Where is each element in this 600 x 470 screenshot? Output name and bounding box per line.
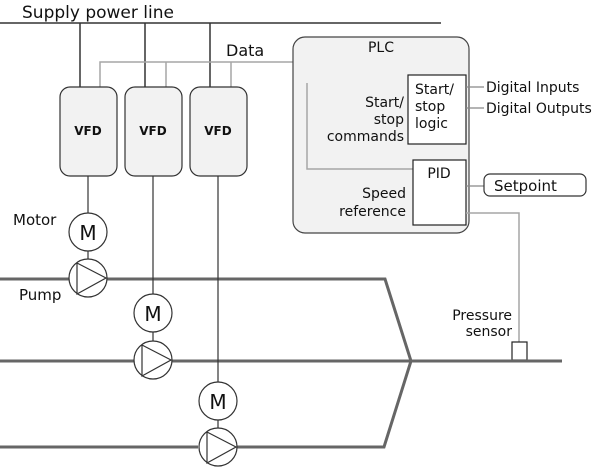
supply-power-line-label: Supply power line <box>22 3 174 23</box>
motor-2-label: M <box>144 302 161 326</box>
pressure-sensor-label-line2: sensor <box>466 324 513 340</box>
pump-1-arrow-icon <box>76 262 108 296</box>
vfd-1-label: VFD <box>74 124 101 138</box>
start-stop-commands-line1: Start/ <box>365 95 404 111</box>
setpoint-box <box>483 173 587 197</box>
speed-reference-line1: Speed <box>362 186 406 202</box>
pump-2-arrow-icon <box>141 344 173 378</box>
vfd-3-label: VFD <box>204 124 231 138</box>
start-stop-commands-line3: commands <box>327 129 404 145</box>
start-stop-commands-line2: stop <box>374 112 404 128</box>
start-stop-logic-line3: logic <box>415 116 448 132</box>
pid-box <box>412 159 467 226</box>
vfd-2: VFD <box>124 86 183 177</box>
pump-3 <box>198 427 238 467</box>
pressure-feedback-line <box>466 212 520 343</box>
motor-1-label: M <box>79 221 96 245</box>
vfd-2-label: VFD <box>139 124 166 138</box>
motor-3-label: M <box>209 390 226 414</box>
pressure-sensor <box>511 341 528 361</box>
speed-reference-line2: reference <box>339 204 406 220</box>
pump-1 <box>68 258 108 298</box>
pipe-manifold <box>0 277 413 449</box>
pid-label: PID <box>427 166 450 182</box>
digital-outputs-label: Digital Outputs <box>486 101 592 117</box>
start-stop-logic-box <box>407 74 467 145</box>
plc-title: PLC <box>368 40 394 56</box>
motor-label: Motor <box>13 211 57 229</box>
setpoint-label: Setpoint <box>494 177 557 195</box>
start-stop-logic-line1: Start/ <box>415 82 454 98</box>
pump-label: Pump <box>19 286 61 304</box>
plc-data-to-pid <box>306 83 413 170</box>
vfd-3: VFD <box>189 86 248 177</box>
vfd-1: VFD <box>59 86 118 177</box>
pump-2 <box>133 340 173 380</box>
digital-inputs-label: Digital Inputs <box>486 80 579 96</box>
pressure-sensor-label-line1: Pressure <box>452 308 512 324</box>
start-stop-logic-line2: stop <box>415 99 445 115</box>
pump-3-arrow-icon <box>206 431 238 465</box>
data-label: Data <box>226 41 264 60</box>
